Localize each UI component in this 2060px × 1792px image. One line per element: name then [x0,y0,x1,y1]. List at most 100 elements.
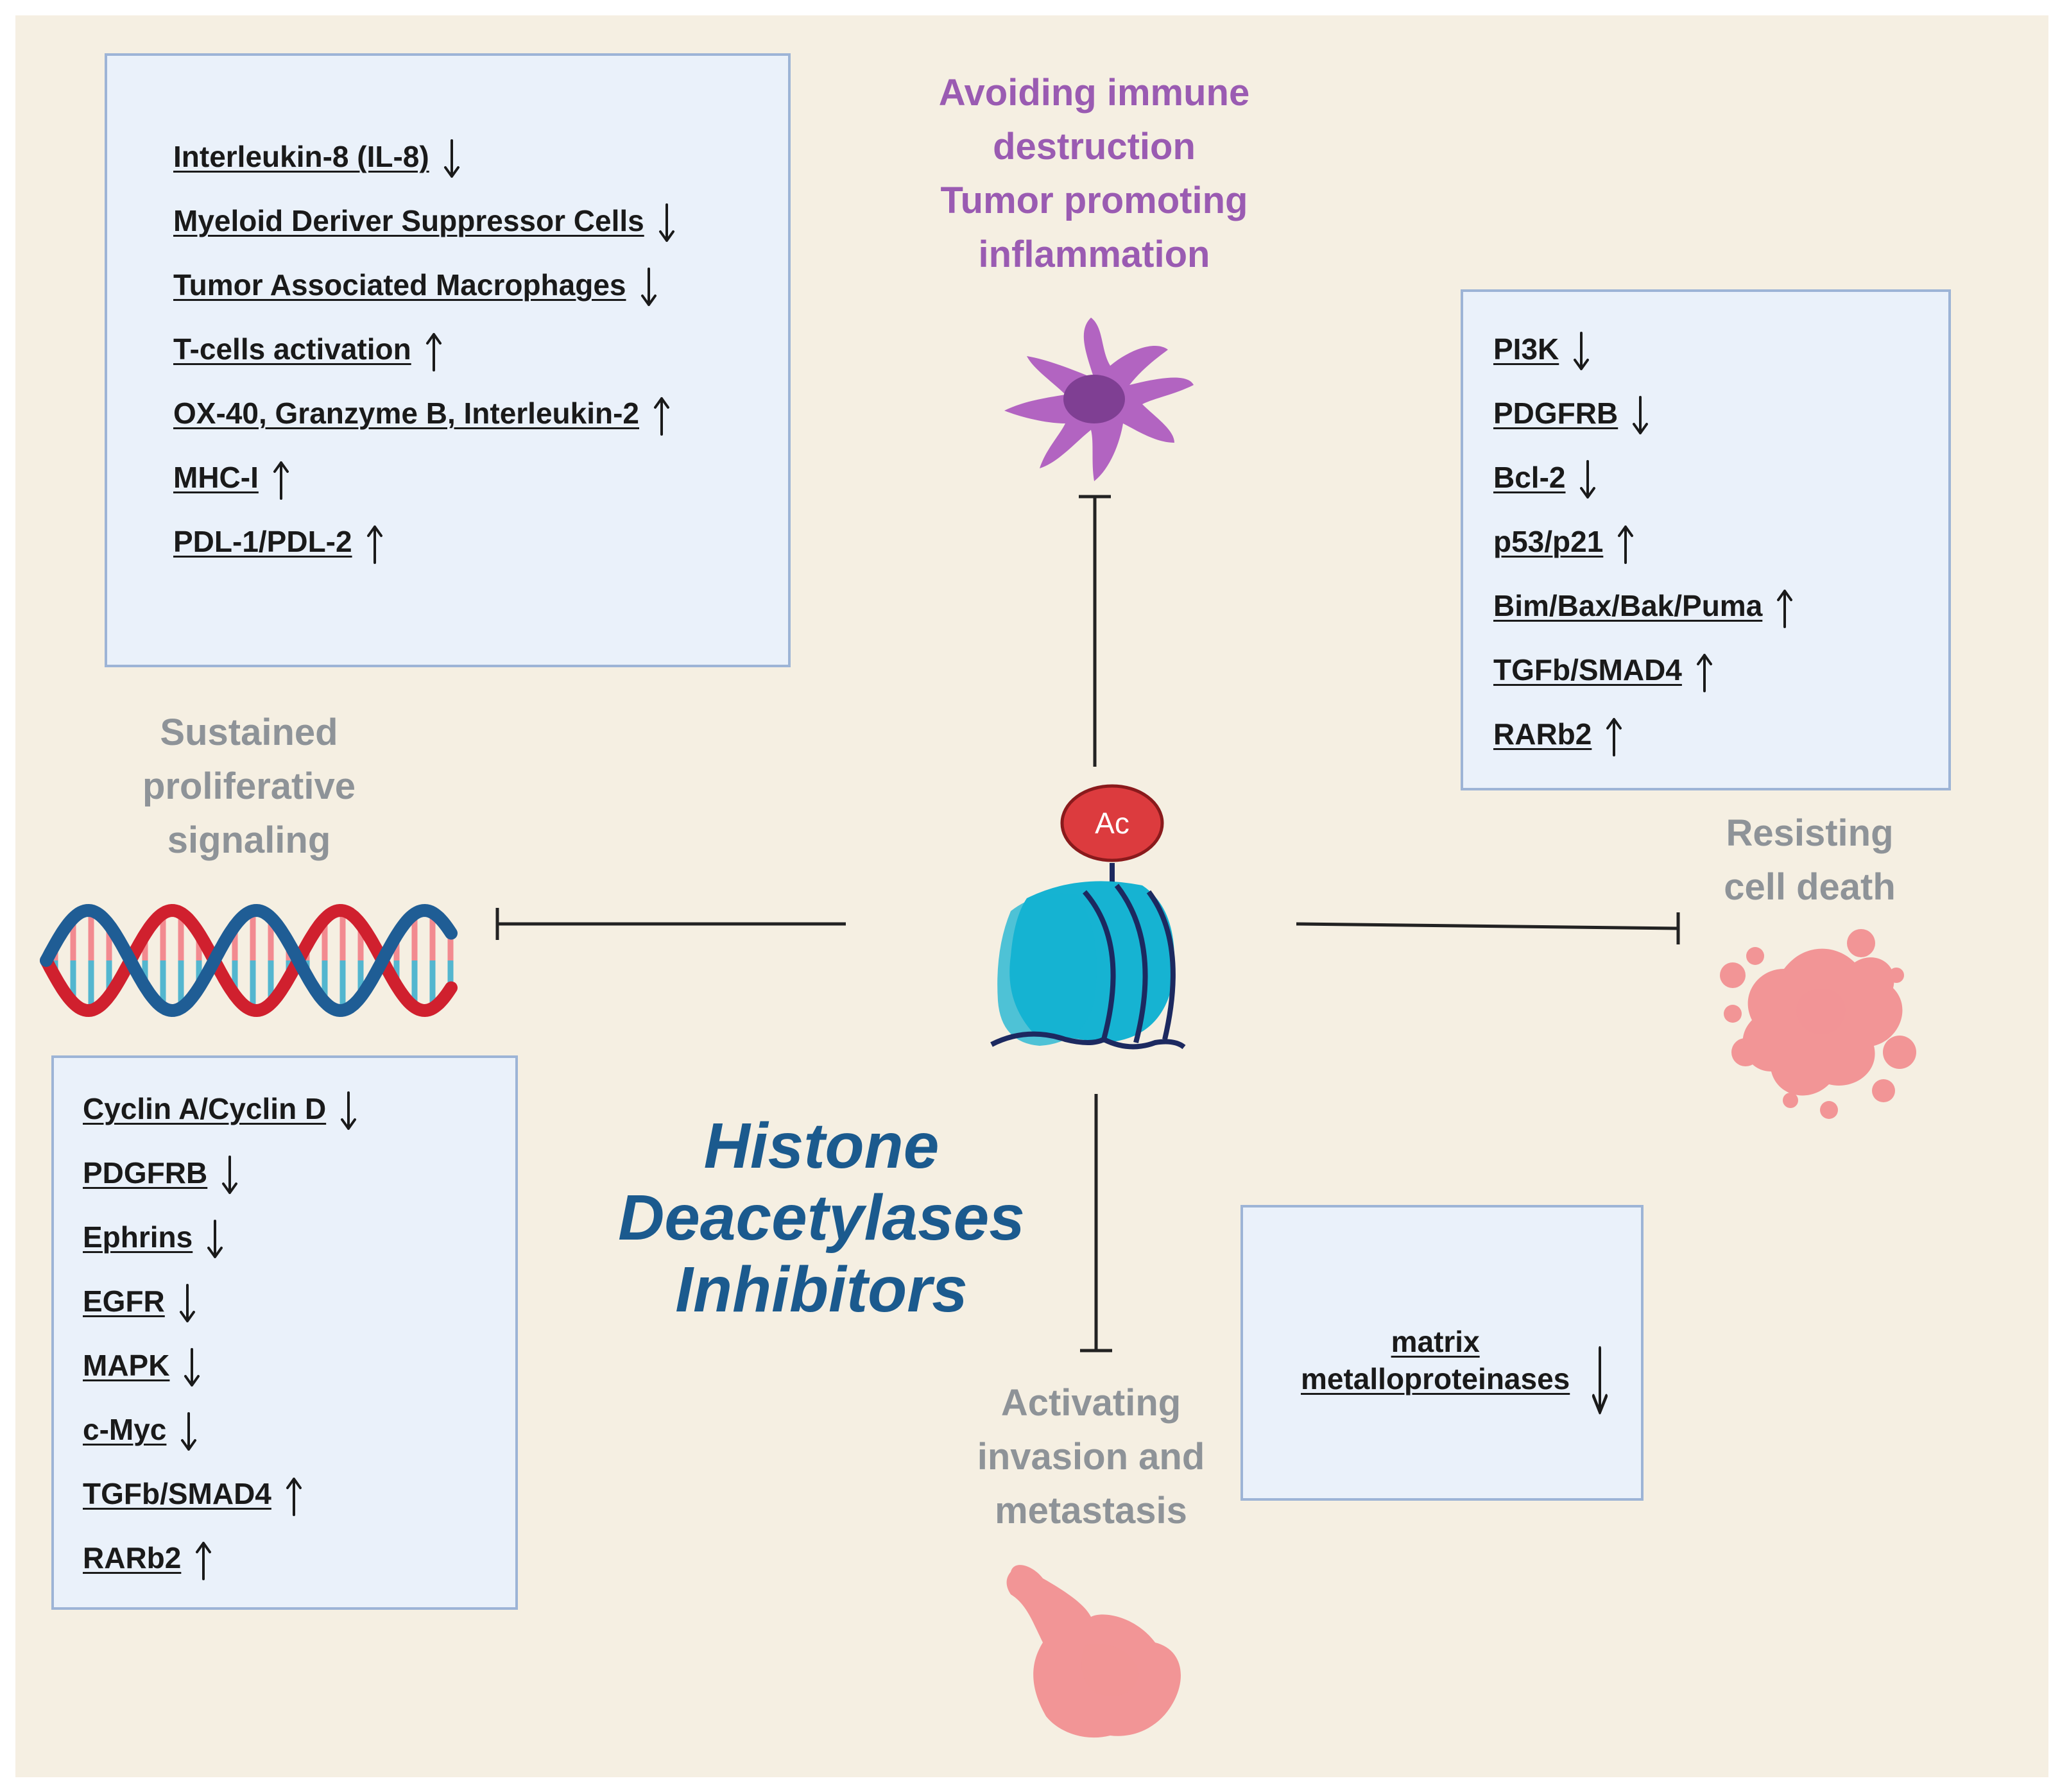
acetyl-label: Ac [1095,806,1129,840]
up-arrow-icon [286,1478,302,1516]
diagram-title: Histone Deacetylases Inhibitors [578,1110,1065,1326]
marker-item: c-Myc [83,1412,197,1452]
dna-helix-icon [40,903,458,1018]
marker-label: Myeloid Deriver Suppressor Cells [173,204,644,238]
marker-label: TGFb/SMAD4 [83,1477,271,1511]
marker-item: RARb2 [1493,717,1622,756]
marker-item: Tumor Associated Macrophages [173,268,657,307]
marker-item: Myeloid Deriver Suppressor Cells [173,203,675,243]
marker-item: Interleukin-8 (IL-8) [173,139,460,179]
down-arrow-icon [341,1091,357,1130]
immune-markers-box: Interleukin-8 (IL-8) Myeloid Deriver Supp… [105,53,791,667]
marker-label: Interleukin-8 (IL-8) [173,140,429,174]
marker-label: Bcl-2 [1493,461,1566,495]
hallmark-proliferative-line: proliferative [142,765,356,807]
marker-label: matrix metalloproteinases [1301,1325,1570,1395]
marker-item: TGFb/SMAD4 [83,1476,302,1516]
down-arrow-icon [179,1284,195,1322]
marker-label: PI3K [1493,332,1559,366]
up-arrow-icon [1777,590,1793,628]
nucleosome-icon [990,784,1186,1050]
hallmark-immune-heading: Avoiding immune destruction Tumor promot… [870,66,1319,282]
marker-label: PDL-1/PDL-2 [173,525,352,559]
hallmark-proliferative-line: Sustained [160,712,338,753]
down-arrow-icon [184,1348,200,1387]
up-arrow-icon [425,333,442,371]
hallmark-cell-death-line: Resisting [1726,812,1894,854]
down-arrow-icon [1574,332,1590,370]
down-arrow-icon [207,1220,223,1258]
hallmark-immune-line: Avoiding immune [938,72,1250,114]
dna-strand [40,903,458,1018]
up-arrow-icon [654,397,670,436]
marker-item: p53/p21 [1493,524,1634,564]
hallmark-immune-line: inflammation [978,234,1210,275]
marker-label: Ephrins [83,1220,193,1254]
marker-item: PDGFRB [1493,396,1649,436]
marker-item: Bim/Bax/Bak/Puma [1493,588,1793,628]
up-arrow-icon [1618,525,1634,564]
marker-label: Bim/Bax/Bak/Puma [1493,589,1763,623]
marker-label: TGFb/SMAD4 [1493,653,1682,687]
hallmark-invasion-line: Activating [1000,1382,1181,1424]
title-line: Inhibitors [675,1254,968,1326]
hallmark-invasion-heading: Activating invasion and metastasis [898,1376,1283,1538]
hallmark-immune-line: Tumor promoting [940,180,1248,221]
marker-item: PDGFRB [83,1156,238,1195]
immune-cell-icon [1004,318,1194,481]
hallmark-invasion-line: invasion and [977,1436,1205,1478]
marker-item: Bcl-2 [1493,460,1596,500]
marker-label: T-cells activation [173,332,411,366]
marker-item: PI3K [1493,332,1590,371]
marker-label: p53/p21 [1493,525,1604,559]
marker-label: RARb2 [83,1541,182,1575]
invasion-markers-box: matrix metalloproteinases [1240,1205,1644,1501]
marker-label: RARb2 [1493,717,1592,751]
inhibition-connectors [495,495,1680,1353]
down-arrow-icon [1592,1345,1608,1415]
marker-label: EGFR [83,1284,165,1318]
acetyl-group-icon [1060,784,1164,862]
hallmark-cell-death-line: cell death [1724,866,1896,908]
title-line: Deacetylases [618,1182,1025,1254]
marker-item: MAPK [83,1348,200,1388]
marker-item: OX-40, Granzyme B, Interleukin-2 [173,396,670,436]
up-arrow-icon [366,525,382,564]
marker-label: c-Myc [83,1413,167,1447]
down-arrow-icon [1580,460,1596,499]
title-line: Histone [703,1110,940,1182]
marker-label: MAPK [83,1349,170,1383]
hallmark-immune-line: destruction [993,126,1196,167]
marker-item: Cyclin A/Cyclin D [83,1091,357,1131]
marker-item: T-cells activation [173,332,442,371]
down-arrow-icon [222,1156,238,1194]
marker-item: Ephrins [83,1220,223,1259]
marker-label: PDGFRB [83,1156,208,1190]
up-arrow-icon [196,1542,212,1580]
down-arrow-icon [181,1412,197,1451]
marker-item: PDL-1/PDL-2 [173,524,383,564]
marker-label: Cyclin A/Cyclin D [83,1092,327,1126]
hallmark-proliferative-line: signaling [167,819,331,861]
marker-label: Tumor Associated Macrophages [173,268,626,302]
hallmark-proliferative-heading: Sustained proliferative signaling [56,706,442,867]
down-arrow-icon [640,268,657,306]
metastatic-cell-icon [1006,1565,1181,1738]
up-arrow-icon [1606,718,1622,756]
connector-cell-death [1296,922,1679,930]
hallmark-cell-death-heading: Resisting cell death [1624,806,1996,914]
marker-label: PDGFRB [1493,397,1618,431]
marker-item: matrix metalloproteinases [1301,1323,1608,1417]
marker-item: EGFR [83,1284,196,1324]
down-arrow-icon [658,203,674,242]
apoptotic-cell-icon [1720,929,1916,1119]
marker-item: RARb2 [83,1540,212,1580]
marker-item: MHC-I [173,460,289,500]
up-arrow-icon [273,461,289,500]
down-arrow-icon [443,139,459,178]
up-arrow-icon [1696,654,1712,692]
